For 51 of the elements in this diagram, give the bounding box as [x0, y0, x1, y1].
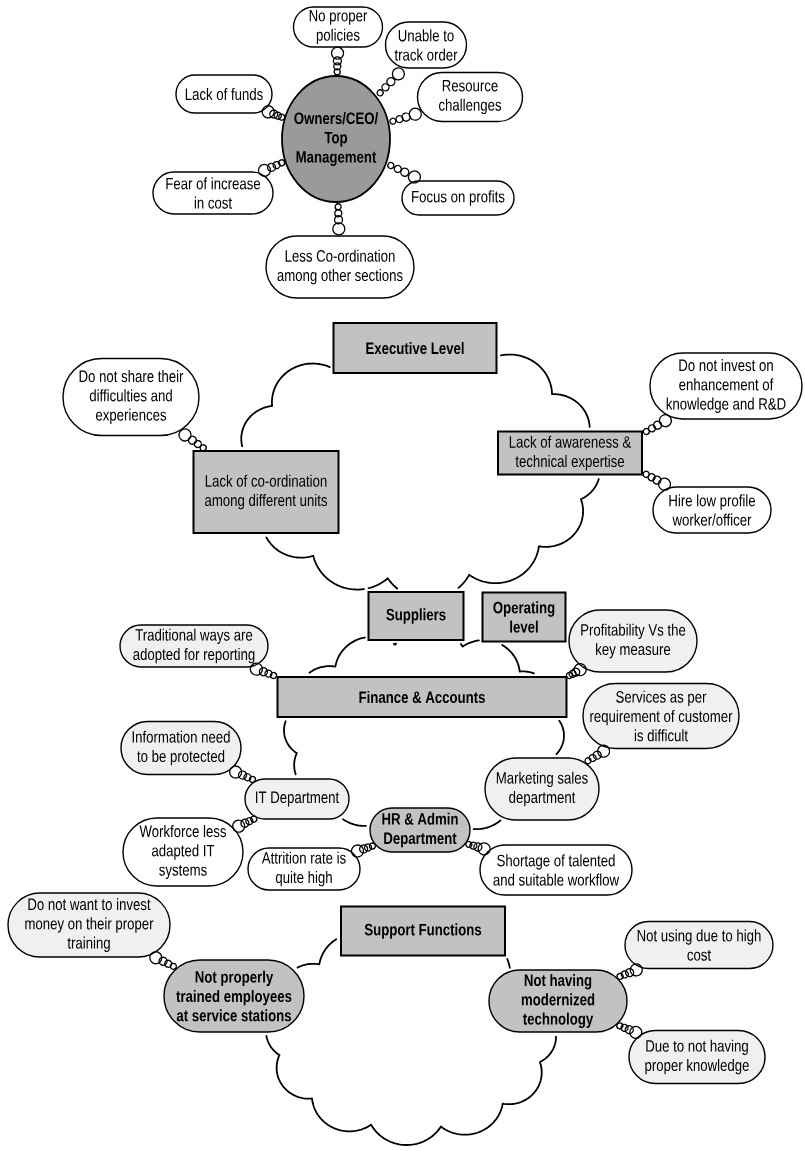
bubble-chain: [261, 105, 286, 121]
issue-box: Lack of co-ordination among different units: [192, 450, 340, 534]
bubble-chain: [178, 428, 207, 452]
callout-bubble: Workforce less adapted IT systems: [122, 817, 244, 887]
callout-bubble: Shortage of talented and suitable workflow: [479, 844, 633, 896]
title-box: Operating level: [481, 591, 567, 643]
department-bubble: IT Department: [244, 778, 350, 820]
callout-bubble: Unable to track order: [384, 21, 468, 69]
issue-bubble: Not properly trained employees at service stations: [163, 959, 305, 1033]
bubble-chain: [616, 963, 643, 980]
callout-bubble: Profitability Vs the key measure: [568, 609, 698, 673]
bubble-chain: [387, 161, 422, 184]
callout-bubble: Information need to be protected: [120, 720, 242, 776]
callout-bubble: Not using due to high cost: [624, 920, 774, 970]
bubble-chain: [232, 815, 258, 833]
bubble-chain: [257, 159, 286, 178]
callout-bubble: Due to not having proper knowledge: [628, 1029, 766, 1085]
callout-bubble: Attrition rate is quite high: [247, 847, 361, 891]
callout-bubble: Lack of funds: [175, 74, 273, 114]
issue-bubble: Not having modernized technology: [488, 969, 628, 1033]
bubble-chain: [249, 662, 278, 680]
callout-bubble: Traditional ways are adopted for reporting: [119, 624, 269, 668]
issue-box: Lack of awareness & technical expertise: [497, 430, 643, 476]
title-box: Suppliers: [367, 591, 465, 641]
bubble-chain: [149, 951, 177, 970]
bubble-chain: [465, 840, 491, 856]
bubble-chain: [332, 203, 346, 236]
callout-bubble: Fear of increase in cost: [152, 171, 274, 215]
bubble-chain: [389, 107, 422, 125]
bubble-chain: [642, 470, 672, 491]
callout-bubble: Less Co-ordination among other sections: [265, 235, 415, 299]
bubble-chain: [565, 663, 587, 680]
callout-bubble: Do not share their difficulties and experiences: [62, 357, 200, 437]
bubble-chain: [616, 1022, 643, 1039]
department-bubble: Marketing sales department: [484, 757, 600, 821]
title-box: Executive Level: [332, 322, 498, 374]
title-box: Support Functions: [340, 905, 506, 957]
callout-bubble: Do not invest on enhancement of knowledge and R&D: [649, 352, 803, 420]
bubble-chain: [376, 67, 406, 97]
bubble-chain: [350, 842, 377, 858]
callout-bubble: No proper policies: [292, 6, 384, 48]
callout-bubble: Focus on profits: [401, 180, 515, 216]
bubble-chain: [229, 765, 257, 784]
callout-bubble: Services as per requirement of customer is difficult: [582, 682, 740, 750]
bubble-chain: [584, 744, 611, 765]
callout-bubble: Resource challenges: [416, 71, 524, 123]
callout-bubble: Hire low profile worker/officer: [652, 486, 772, 534]
bubble-chain: [330, 46, 345, 76]
bubble-chain: [642, 414, 672, 436]
department-bubble: HR & Admin Department: [369, 807, 471, 853]
callout-bubble: Do not want to invest money on their proper training: [7, 892, 171, 958]
